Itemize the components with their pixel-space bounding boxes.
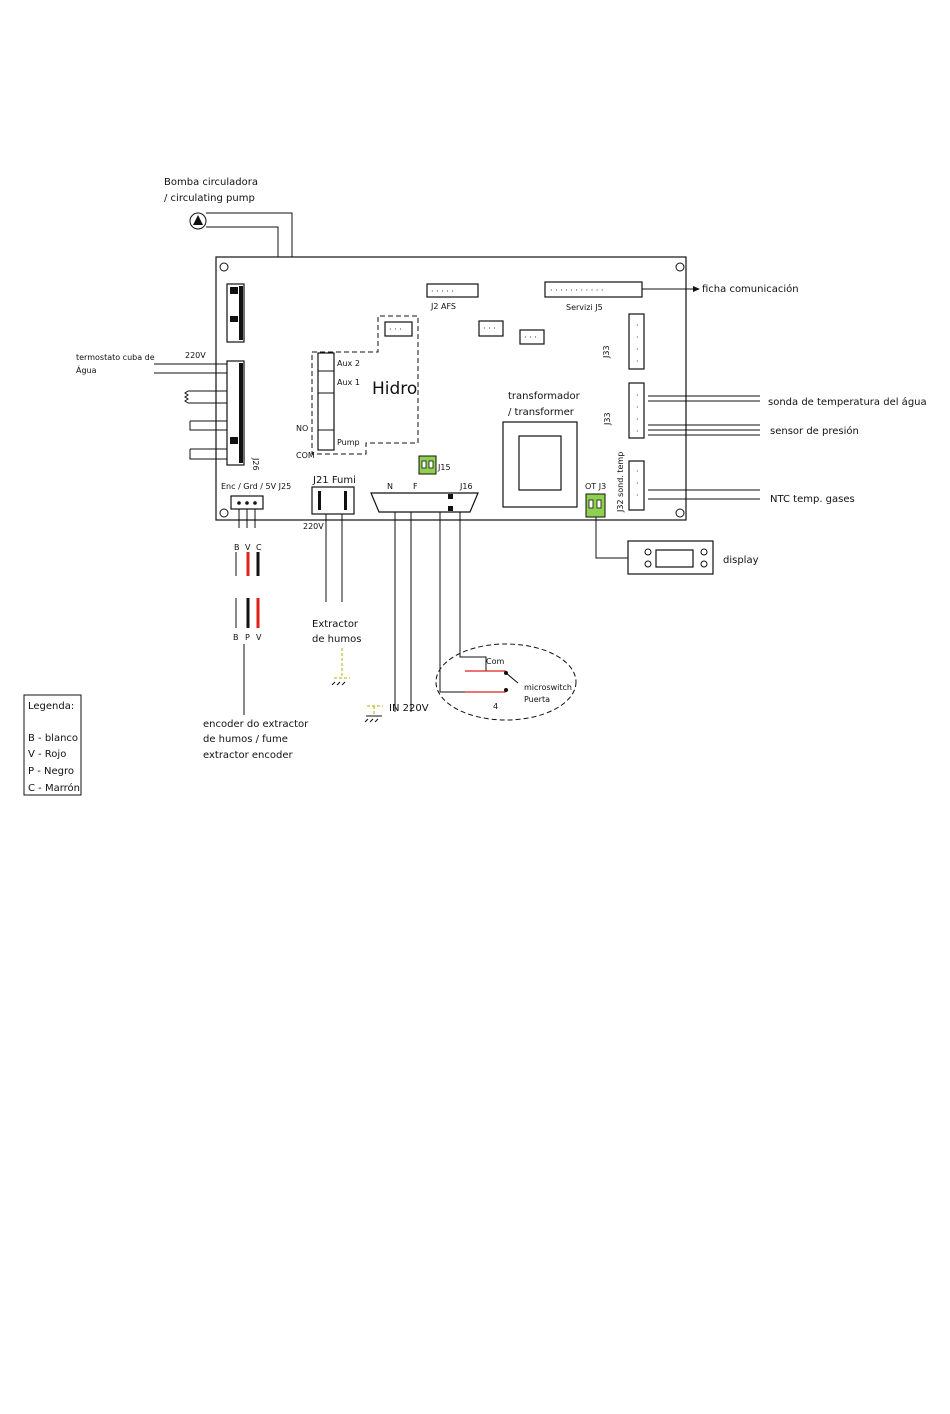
extractor-label-line1: Extractor <box>312 619 359 630</box>
svg-text:·: · <box>636 391 639 400</box>
j2-afs-label: J2 AFS <box>430 302 456 311</box>
termostato-label-line2: Água <box>76 364 97 375</box>
aux1-label: Aux 1 <box>337 378 360 387</box>
j33-mid-label: J33 <box>603 412 612 426</box>
termostato-wiring: termostato cuba de Água 220V <box>76 351 227 460</box>
transformador-label-line2: / transformer <box>508 407 575 418</box>
connector-j25: Enc / Grd / 5V J25 <box>221 482 291 528</box>
board-outline <box>215 256 687 521</box>
pump-arrow-icon <box>193 215 203 225</box>
svg-text:·: · <box>636 333 639 342</box>
mounting-hole <box>219 508 229 518</box>
wire-letter: C <box>256 543 262 552</box>
hidro-block: Aux 2 Aux 1 Pump NO COM Hidro · · · <box>296 315 419 460</box>
aux2-label: Aux 2 <box>337 359 360 368</box>
j32-label: J32 sond. temp <box>616 452 625 513</box>
j33-top-label: J33 <box>602 345 611 359</box>
display-label: display <box>723 555 759 566</box>
connector-j33-top: · · · · J33 <box>602 313 645 370</box>
encoder-label-line3: extractor encoder <box>203 750 293 761</box>
connector-j33-mid: · · · · J33 sonda de temperatura del águ… <box>603 382 927 439</box>
servizi-j5-label: Servizi J5 <box>566 303 603 312</box>
microswitch-door: Com 4 microswitch Puerta <box>435 643 577 721</box>
legend: Legenda: B - blanco V - Rojo P - Negro C… <box>23 694 82 796</box>
label-220v-left: 220V <box>185 351 206 360</box>
svg-text:·: · <box>636 357 639 366</box>
ntc-gases-label: NTC temp. gases <box>770 494 855 505</box>
sensor-presion-label: sensor de presión <box>770 425 859 437</box>
mounting-hole <box>675 262 685 272</box>
n-label: N <box>387 482 393 491</box>
no-label: NO <box>296 424 308 433</box>
microswitch-label: microswitch <box>524 683 572 692</box>
j21-fumi-label: J21 Fumi <box>312 475 356 486</box>
extractor-label-line2: de humos <box>312 634 361 645</box>
f-label: F <box>413 482 418 491</box>
mounting-hole <box>219 262 229 272</box>
connector-j15: J15 <box>418 455 451 475</box>
legend-item: P - Negro <box>28 766 74 777</box>
svg-text:·: · <box>636 415 639 424</box>
transformador-label-line1: transformador <box>508 391 581 402</box>
small-connector <box>478 320 504 337</box>
wire-letter: B <box>233 633 239 642</box>
ot-j3-label: OT J3 <box>585 482 606 491</box>
svg-text:· · ·: · · · <box>389 325 402 334</box>
encoder-label-line2: de humos / fume <box>203 734 288 745</box>
svg-text:· · ·: · · · <box>483 324 496 333</box>
small-connector <box>519 329 545 345</box>
j16-label: J16 <box>459 482 473 491</box>
control-board <box>215 256 687 521</box>
enc-grd-5v-label: Enc / Grd / 5V J25 <box>221 482 291 491</box>
j26-label: J26 <box>251 457 260 471</box>
label-220v-bottom: 220V <box>303 522 324 531</box>
hidro-title: Hidro <box>372 379 417 399</box>
svg-text:·: · <box>636 427 639 436</box>
svg-text:·: · <box>636 403 639 412</box>
left-connector-upper <box>226 283 245 343</box>
pump-icon <box>189 212 207 230</box>
ficha-comunicacion-label: ficha comunicación <box>702 283 799 295</box>
micro-4-label: 4 <box>493 702 498 711</box>
sonda-temp-label: sonda de temperatura del água <box>768 396 927 408</box>
svg-text:· · · · ·: · · · · · <box>431 287 454 296</box>
pump-label-line1: Bomba circuladora <box>164 177 258 188</box>
connector-j32: · · · J32 sond. temp NTC temp. gases <box>616 452 855 513</box>
legend-title: Legenda: <box>28 701 74 712</box>
display-unit: display <box>627 540 759 575</box>
wire-letter: V <box>256 633 262 642</box>
puerta-label: Puerta <box>524 695 550 704</box>
connector-servizi-j5: · · · · · · · · · · · Servizi J5 ficha c… <box>544 281 799 312</box>
encoder-cable: B V C B P V encoder do extractor de humo… <box>203 543 309 761</box>
legend-item: C - Marrón <box>28 782 80 794</box>
svg-text:·: · <box>636 467 639 476</box>
svg-text:· · ·: · · · <box>524 333 537 342</box>
in-220v-label: IN 220V <box>389 703 429 714</box>
pump-terminal-label: Pump <box>337 438 360 447</box>
connector-j2-afs: · · · · · J2 AFS <box>426 283 479 311</box>
svg-text:·: · <box>636 491 639 500</box>
com-label: COM <box>296 451 315 460</box>
pump-label-line2: / circulating pump <box>164 193 255 204</box>
wire-letter: P <box>245 633 250 642</box>
termostato-label-line1: termostato cuba de <box>76 353 155 362</box>
connector-ot-j3: OT J3 <box>585 482 628 559</box>
legend-item: B - blanco <box>28 733 78 744</box>
encoder-label-line1: encoder do extractor <box>203 719 309 730</box>
svg-text:·: · <box>636 479 639 488</box>
connector-j26: J26 <box>226 360 260 471</box>
svg-text:· · · · · · · · · · ·: · · · · · · · · · · · <box>550 286 603 295</box>
j15-label: J15 <box>437 463 451 472</box>
wire-letter: V <box>245 543 251 552</box>
svg-text:·: · <box>636 321 639 330</box>
connector-j21-fumi: J21 Fumi 220V Extractor de humos <box>303 475 361 686</box>
connector-j16: N F J16 IN 220V <box>364 482 506 723</box>
mounting-hole <box>675 508 685 518</box>
transformer: transformador / transformer <box>502 391 581 508</box>
svg-text:·: · <box>636 345 639 354</box>
micro-com-label: Com <box>486 657 504 666</box>
wire-letter: B <box>234 543 240 552</box>
legend-item: V - Rojo <box>28 749 66 760</box>
